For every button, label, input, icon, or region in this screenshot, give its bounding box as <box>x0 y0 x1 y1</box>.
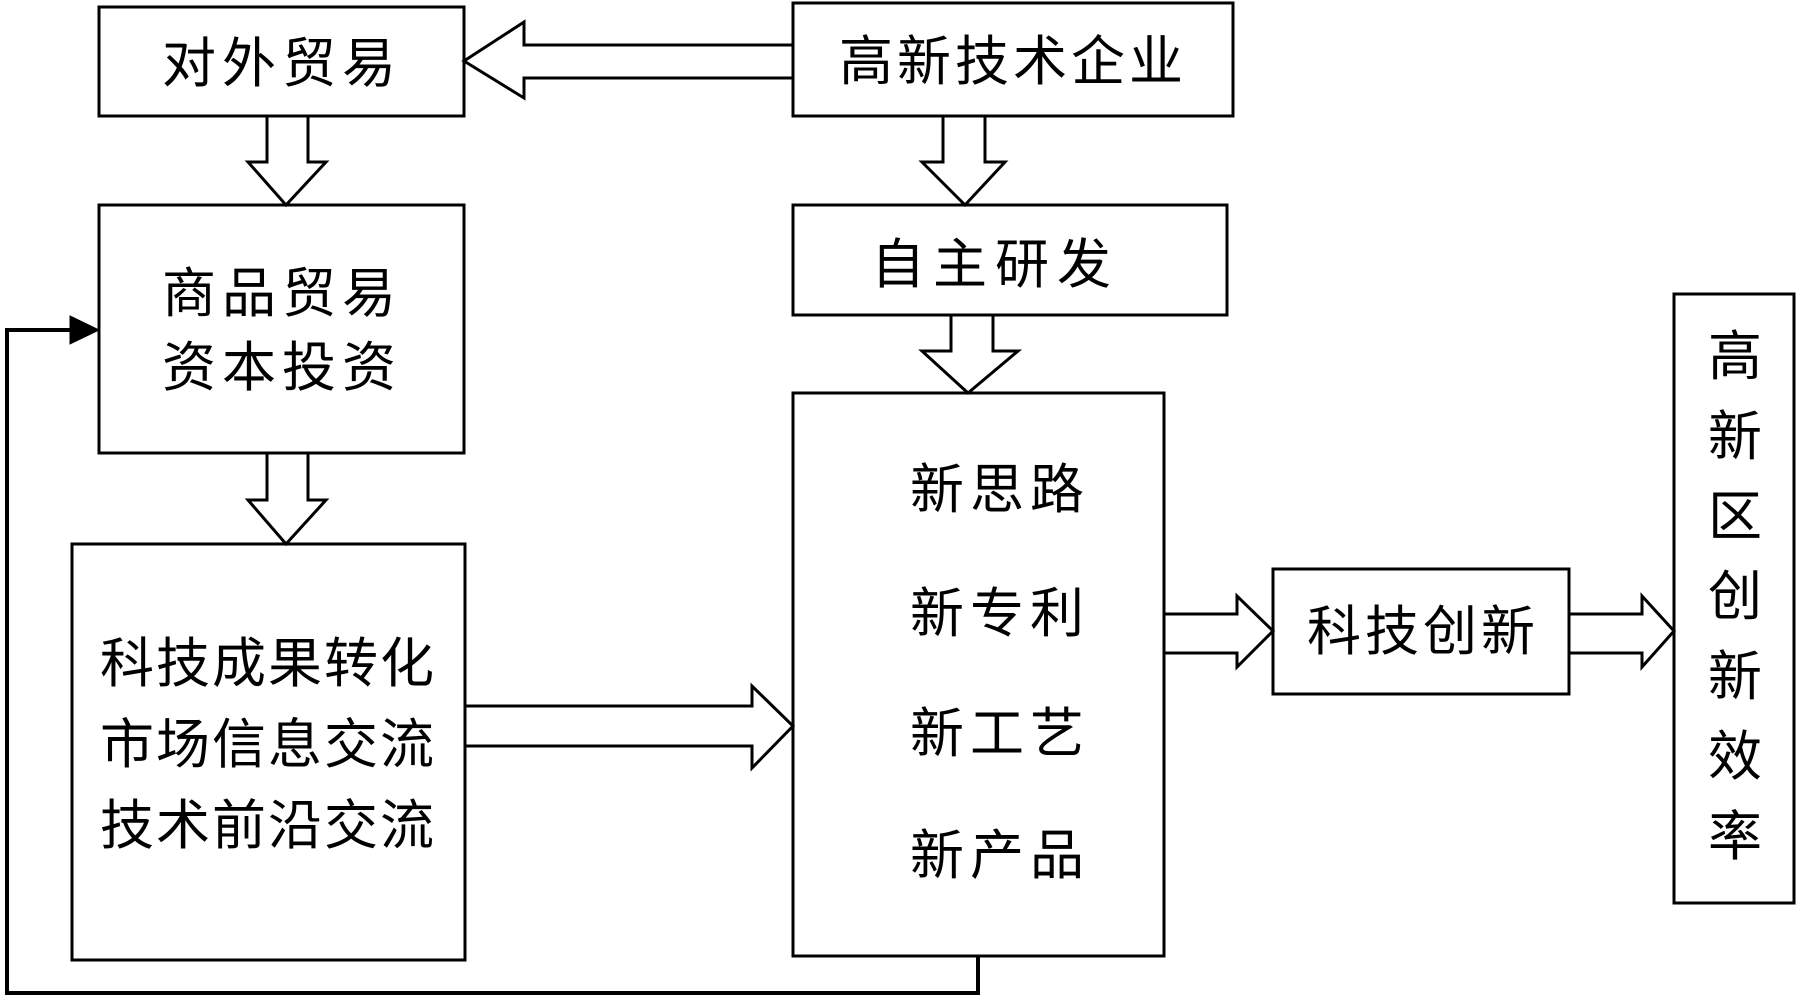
label-hightech-enterprise: 高新技术企业 <box>839 30 1187 93</box>
label-new-process: 新工艺 <box>910 702 1090 765</box>
arrow-innovation-to-efficiency <box>1567 592 1677 671</box>
label-efficiency-5: 新 <box>1708 645 1762 708</box>
label-efficiency-3: 区 <box>1708 485 1762 548</box>
arrow-enterprise-to-rd <box>918 114 1009 208</box>
label-new-patent: 新专利 <box>910 582 1090 645</box>
box-tech-transfer <box>70 542 467 962</box>
arrow-foreign-trade-to-goods-trade <box>244 114 330 208</box>
label-tech-innovation: 科技创新 <box>1307 600 1539 663</box>
label-foreign-trade: 对外贸易 <box>162 32 402 95</box>
feedback-loop-line <box>5 328 980 995</box>
box-new-items <box>791 391 1166 958</box>
arrow-goods-trade-to-tech-transfer <box>244 451 330 547</box>
arrow-enterprise-to-foreign-trade <box>461 19 795 101</box>
label-independent-rd: 自主研发 <box>871 233 1119 296</box>
arrow-tech-transfer-to-new-items <box>463 682 796 772</box>
label-efficiency-6: 效 <box>1708 725 1762 788</box>
box-hightech-enterprise <box>791 1 1235 118</box>
label-new-idea: 新思路 <box>910 458 1090 521</box>
arrow-rd-to-new-items <box>918 313 1023 395</box>
label-efficiency-4: 创 <box>1708 565 1762 628</box>
feedback-arrowhead <box>69 315 101 345</box>
label-efficiency-7: 率 <box>1708 805 1762 868</box>
label-new-product: 新产品 <box>910 824 1090 887</box>
label-tech-frontier: 技术前沿交流 <box>100 794 436 857</box>
label-tech-transfer: 科技成果转化 <box>100 632 436 695</box>
label-efficiency-1: 高 <box>1708 325 1762 388</box>
label-capital-investment: 资本投资 <box>162 336 402 399</box>
arrow-new-items-to-innovation <box>1162 592 1276 671</box>
label-efficiency-2: 新 <box>1708 405 1762 468</box>
label-goods-trade: 商品贸易 <box>162 262 402 325</box>
box-goods-trade <box>97 203 466 455</box>
box-foreign-trade <box>97 5 466 118</box>
box-efficiency <box>1672 292 1796 905</box>
box-independent-rd <box>791 203 1229 317</box>
label-market-info: 市场信息交流 <box>100 713 436 776</box>
